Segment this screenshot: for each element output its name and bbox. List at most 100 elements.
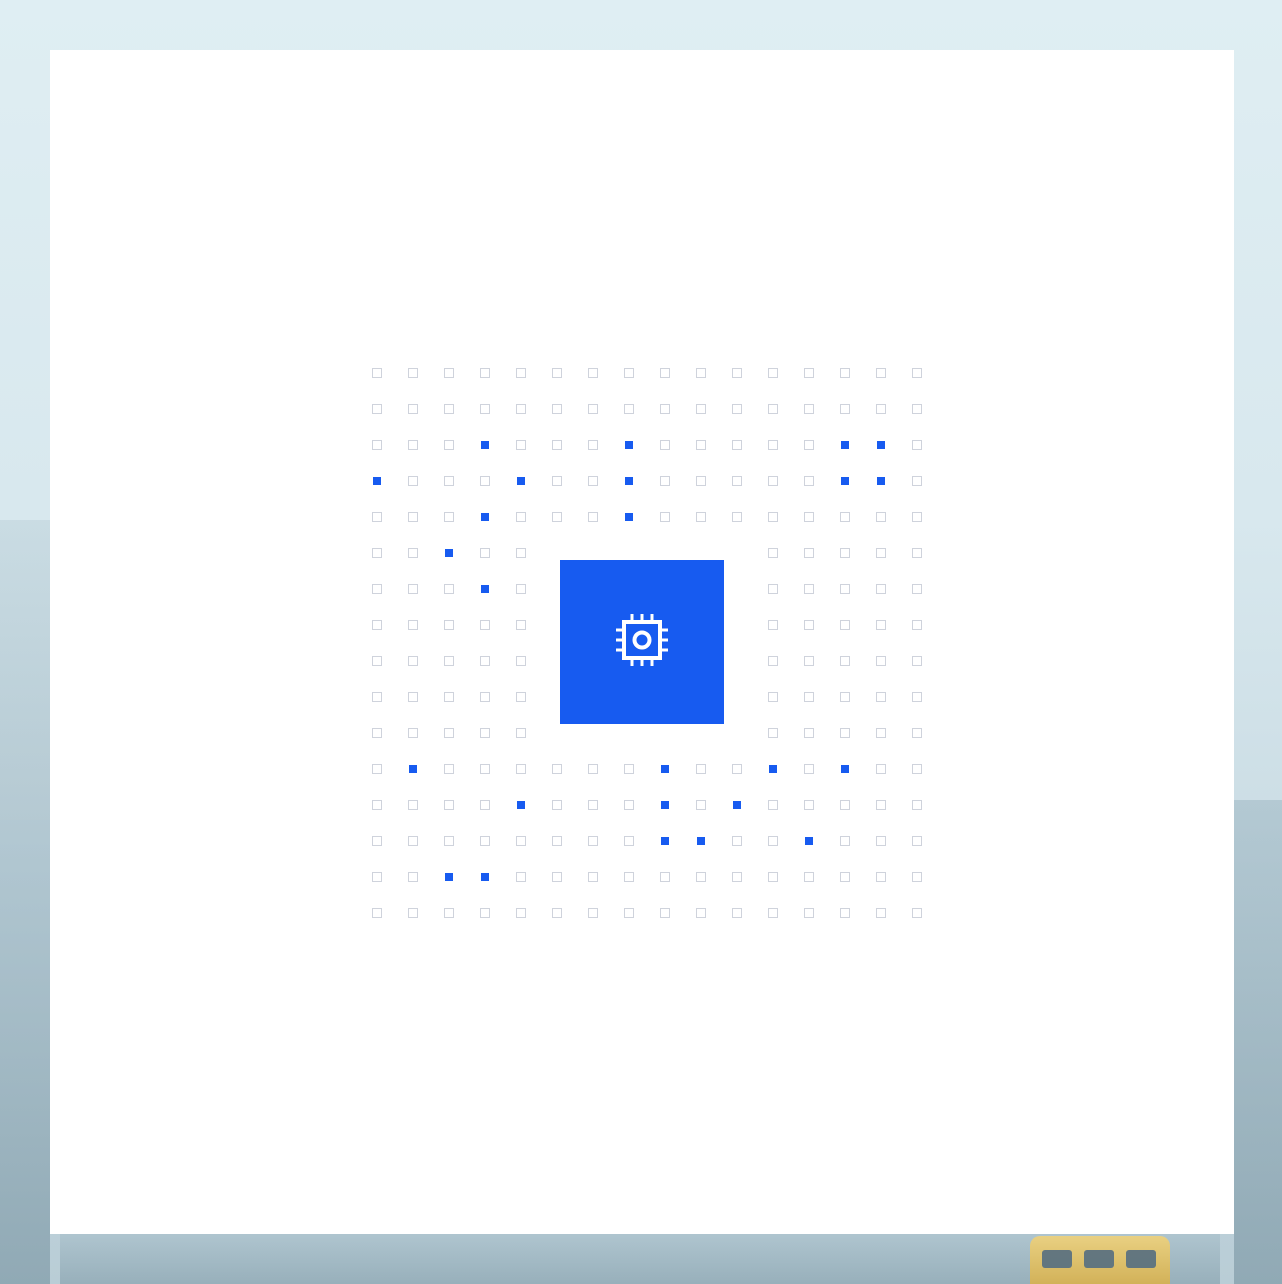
grid-cell bbox=[372, 368, 382, 378]
grid-cell bbox=[444, 512, 454, 522]
grid-cell-active bbox=[661, 837, 669, 845]
grid-cell bbox=[912, 584, 922, 594]
grid-cell bbox=[552, 368, 562, 378]
grid-cell bbox=[372, 728, 382, 738]
grid-cell bbox=[624, 836, 634, 846]
grid-cell bbox=[408, 908, 418, 918]
grid-cell bbox=[408, 440, 418, 450]
grid-cell bbox=[552, 476, 562, 486]
grid-cell bbox=[372, 620, 382, 630]
grid-cell bbox=[516, 836, 526, 846]
grid-cell bbox=[444, 836, 454, 846]
grid-cell bbox=[480, 476, 490, 486]
grid-cell bbox=[552, 908, 562, 918]
grid-cell bbox=[912, 512, 922, 522]
grid-cell bbox=[732, 764, 742, 774]
grid-cell bbox=[516, 440, 526, 450]
grid-cell-active bbox=[409, 765, 417, 773]
grid-cell bbox=[408, 512, 418, 522]
grid-cell bbox=[804, 476, 814, 486]
grid-cell bbox=[912, 764, 922, 774]
grid-cell bbox=[696, 800, 706, 810]
grid-cell bbox=[372, 764, 382, 774]
grid-cell bbox=[372, 584, 382, 594]
grid-cell bbox=[516, 512, 526, 522]
background-street bbox=[60, 1234, 1220, 1284]
grid-cell bbox=[624, 368, 634, 378]
grid-cell-active bbox=[841, 441, 849, 449]
grid-cell bbox=[876, 620, 886, 630]
grid-cell-active bbox=[841, 765, 849, 773]
grid-cell bbox=[408, 872, 418, 882]
content-card bbox=[50, 50, 1234, 1234]
grid-cell bbox=[876, 800, 886, 810]
grid-cell bbox=[732, 476, 742, 486]
grid-cell-active bbox=[625, 441, 633, 449]
grid-cell bbox=[408, 836, 418, 846]
grid-cell bbox=[480, 764, 490, 774]
grid-cell bbox=[588, 800, 598, 810]
grid-cell bbox=[660, 368, 670, 378]
grid-cell bbox=[804, 764, 814, 774]
grid-cell bbox=[804, 440, 814, 450]
grid-cell bbox=[372, 404, 382, 414]
grid-cell bbox=[696, 440, 706, 450]
grid-cell-active bbox=[877, 477, 885, 485]
grid-cell bbox=[768, 908, 778, 918]
grid-cell bbox=[876, 872, 886, 882]
grid-cell bbox=[912, 440, 922, 450]
grid-cell bbox=[696, 512, 706, 522]
grid-cell bbox=[732, 872, 742, 882]
grid-cell bbox=[660, 512, 670, 522]
grid-cell bbox=[516, 620, 526, 630]
grid-cell bbox=[732, 908, 742, 918]
grid-cell bbox=[768, 584, 778, 594]
grid-cell bbox=[552, 404, 562, 414]
grid-cell bbox=[876, 908, 886, 918]
grid-cell bbox=[732, 836, 742, 846]
grid-cell bbox=[516, 656, 526, 666]
grid-cell bbox=[444, 656, 454, 666]
grid-cell bbox=[588, 512, 598, 522]
grid-cell bbox=[696, 368, 706, 378]
grid-cell bbox=[912, 620, 922, 630]
grid-cell bbox=[516, 764, 526, 774]
grid-cell bbox=[768, 872, 778, 882]
grid-cell bbox=[660, 908, 670, 918]
grid-cell bbox=[480, 692, 490, 702]
grid-cell bbox=[408, 728, 418, 738]
grid-cell-active bbox=[517, 477, 525, 485]
grid-cell bbox=[552, 872, 562, 882]
grid-cell bbox=[876, 764, 886, 774]
grid-cell bbox=[912, 656, 922, 666]
grid-cell bbox=[588, 440, 598, 450]
grid-cell bbox=[588, 476, 598, 486]
grid-cell bbox=[768, 692, 778, 702]
grid-cell bbox=[732, 440, 742, 450]
grid-cell bbox=[516, 908, 526, 918]
grid-cell bbox=[660, 404, 670, 414]
grid-cell bbox=[588, 836, 598, 846]
grid-cell bbox=[372, 512, 382, 522]
grid-cell bbox=[840, 908, 850, 918]
grid-cell bbox=[768, 728, 778, 738]
grid-cell bbox=[516, 872, 526, 882]
grid-cell bbox=[480, 548, 490, 558]
grid-cell bbox=[516, 584, 526, 594]
grid-cell-active bbox=[805, 837, 813, 845]
grid-cell bbox=[372, 836, 382, 846]
grid-cell bbox=[408, 548, 418, 558]
grid-cell bbox=[876, 728, 886, 738]
grid-cell bbox=[768, 512, 778, 522]
grid-cell bbox=[588, 368, 598, 378]
grid-cell bbox=[480, 800, 490, 810]
grid-cell bbox=[516, 728, 526, 738]
grid-cell bbox=[804, 548, 814, 558]
grid-cell bbox=[804, 368, 814, 378]
grid-cell-active bbox=[769, 765, 777, 773]
grid-cell bbox=[588, 908, 598, 918]
grid-cell-active bbox=[373, 477, 381, 485]
grid-cell bbox=[876, 584, 886, 594]
grid-cell bbox=[804, 692, 814, 702]
